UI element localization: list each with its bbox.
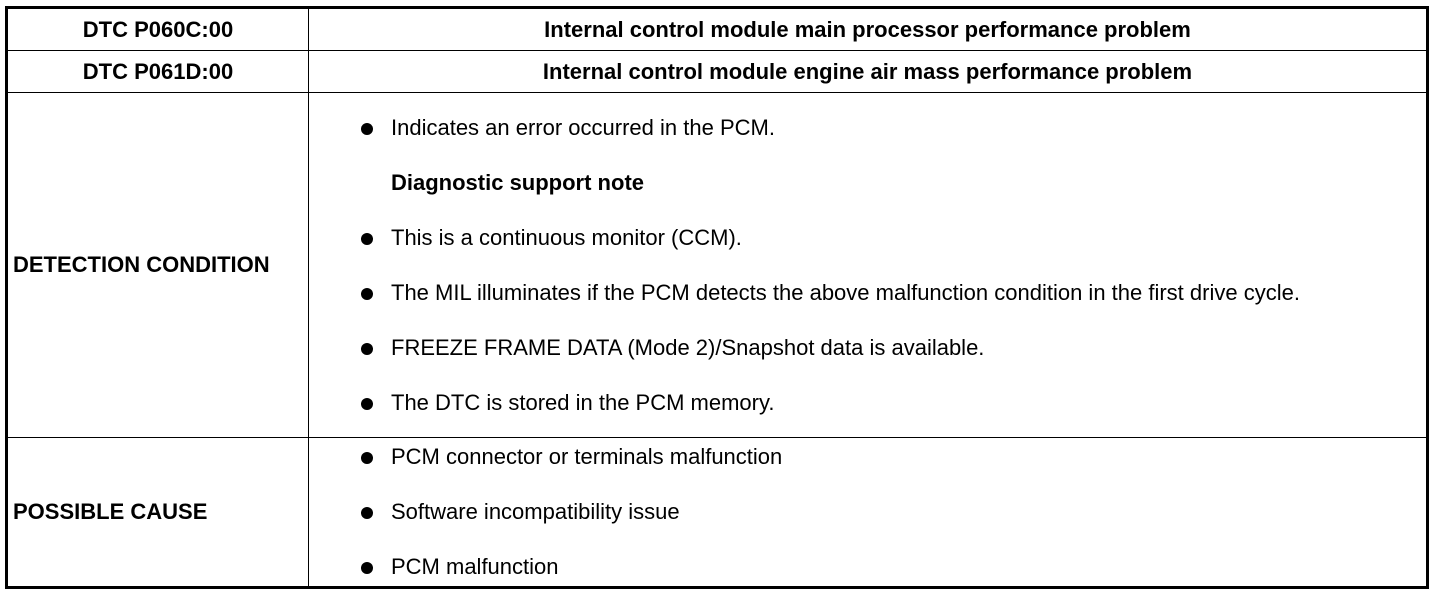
possible-cause-row: POSSIBLE CAUSE PCM connector or terminal…: [6, 437, 1428, 588]
detection-item: This is a continuous monitor (CCM).: [359, 223, 1426, 253]
cause-item: PCM malfunction: [359, 552, 1426, 582]
dtc-description-2: Internal control module engine air mass …: [308, 50, 1428, 93]
cause-item: Software incompatibility issue: [359, 497, 1426, 527]
detection-condition-label: DETECTION CONDITION: [6, 92, 309, 438]
diagnostic-support-note-title: Diagnostic support note: [391, 169, 644, 195]
dtc-row-2: DTC P061D:00 Internal control module eng…: [6, 50, 1428, 93]
dtc-info-table: DTC P060C:00 Internal control module mai…: [5, 6, 1429, 589]
dtc-code-2: DTC P061D:00: [6, 50, 309, 93]
dtc-code-1: DTC P060C:00: [6, 7, 309, 51]
detection-condition-details: Indicates an error occurred in the PCM. …: [308, 92, 1428, 438]
detection-item: The DTC is stored in the PCM memory.: [359, 388, 1426, 418]
detection-item: FREEZE FRAME DATA (Mode 2)/Snapshot data…: [359, 333, 1426, 363]
dtc-description-1: Internal control module main processor p…: [308, 7, 1428, 51]
detection-item: The MIL illuminates if the PCM detects t…: [359, 278, 1426, 308]
detection-intro-item: Indicates an error occurred in the PCM.: [359, 113, 1426, 143]
dtc-row-1: DTC P060C:00 Internal control module mai…: [6, 7, 1428, 51]
cause-item: PCM connector or terminals malfunction: [359, 442, 1426, 472]
possible-cause-details: PCM connector or terminals malfunction S…: [308, 437, 1428, 588]
possible-cause-label: POSSIBLE CAUSE: [6, 437, 309, 588]
detection-condition-row: DETECTION CONDITION Indicates an error o…: [6, 92, 1428, 438]
